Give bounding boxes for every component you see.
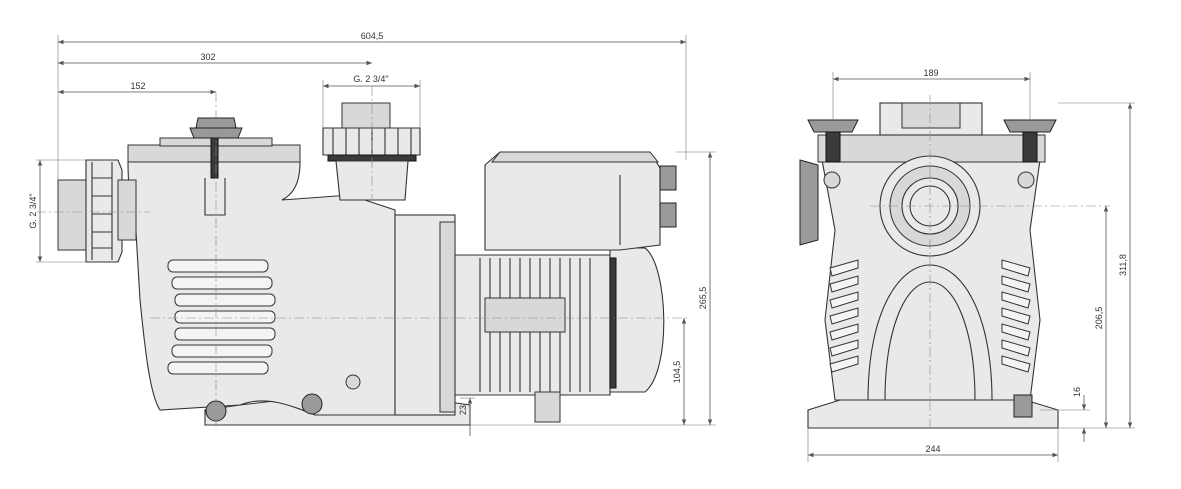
side-view [36, 86, 690, 430]
cable-gland-icon [659, 165, 677, 191]
dim-knob-spacing: 189 [923, 68, 938, 78]
dim-inlet-height: 206,5 [1094, 307, 1104, 330]
front-knob-right-icon [1003, 119, 1057, 133]
body-fins [167, 259, 276, 375]
dim-base-width: 244 [925, 444, 940, 454]
front-bolt-icon [823, 171, 841, 189]
front-bolt-icon-2 [1017, 171, 1035, 189]
motor-nameplate [484, 297, 566, 333]
dim-inlet-thread: G. 2 3/4" [28, 193, 38, 228]
front-drain-icon [1013, 394, 1033, 418]
motor [454, 247, 665, 396]
lid-bolt [210, 137, 219, 179]
outlet-union [322, 102, 421, 201]
controller-box [484, 151, 677, 251]
front-view [799, 95, 1110, 430]
inlet-union [57, 159, 137, 263]
drain-plug-icon-2 [301, 393, 323, 415]
dim-suction-to-lid: 152 [130, 81, 145, 91]
front-fins-right [1001, 259, 1031, 373]
dim-foot-height: 23 [458, 405, 468, 415]
motor-foot [534, 391, 561, 423]
dim-base-thickness: 16 [1072, 387, 1082, 397]
dim-overall-height: 265,5 [698, 287, 708, 310]
cable-gland-icon-2 [659, 202, 677, 228]
dim-outlet-thread: G. 2 3/4" [353, 74, 388, 84]
drain-screw-icon [345, 374, 361, 390]
side-dimensions: 604,5 302 152 G. 2 3/4" G. 2 3/4" 265,5 … [28, 31, 716, 436]
front-knob-left-icon [807, 119, 859, 133]
dim-shaft-height: 104,5 [672, 361, 682, 384]
front-dimensions: 189 311,8 206,5 16 244 [807, 68, 1135, 462]
front-fins-left [829, 259, 859, 373]
dim-overall-length: 604,5 [361, 31, 384, 41]
dim-suction-to-outlet: 302 [200, 52, 215, 62]
dim-total-height: 311,8 [1118, 254, 1128, 276]
